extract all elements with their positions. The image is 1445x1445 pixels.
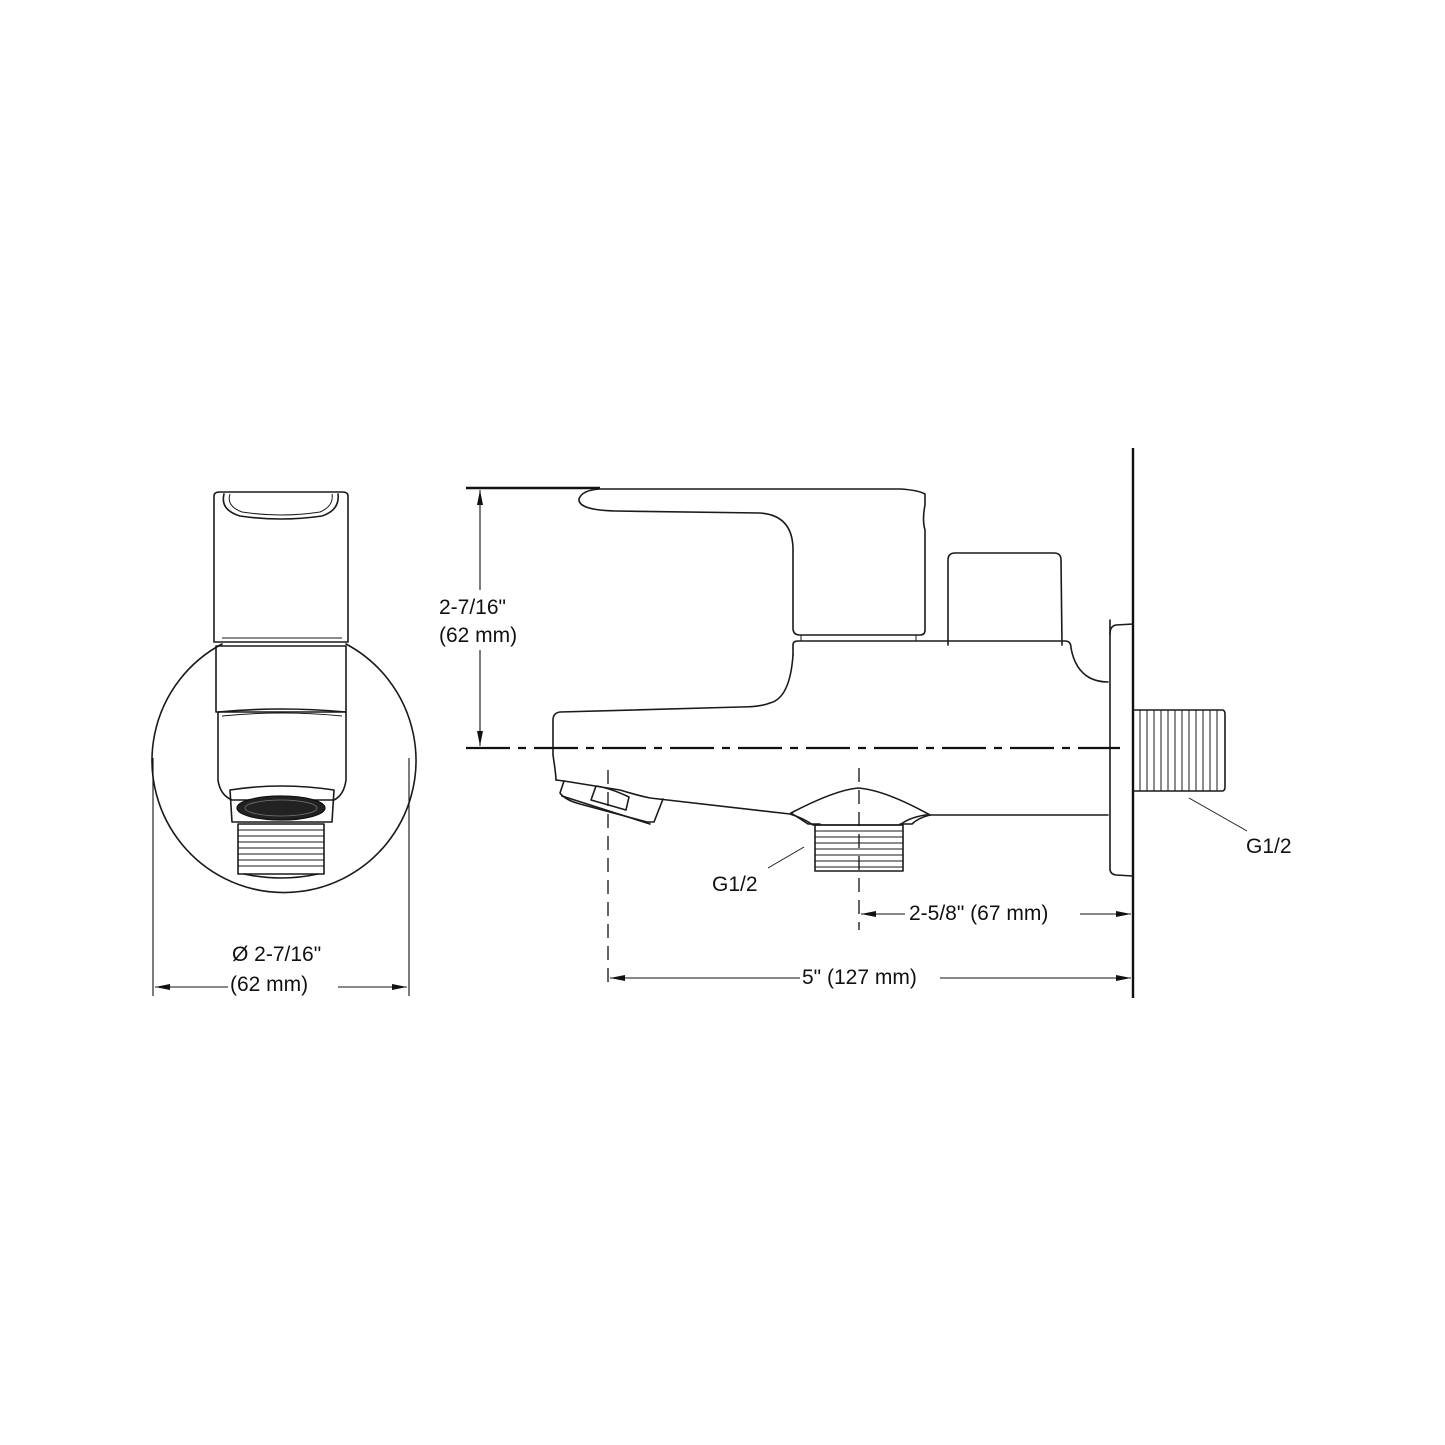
handle-body bbox=[213, 491, 349, 643]
body-block bbox=[215, 645, 347, 713]
diameter-label-imperial: Ø 2-7/16" bbox=[232, 943, 322, 966]
spout-front bbox=[217, 708, 347, 801]
spout-aerator bbox=[559, 780, 664, 823]
height-label-imperial: 2-7/16" bbox=[439, 596, 506, 619]
spout-top bbox=[552, 654, 794, 781]
wall-thread bbox=[1132, 709, 1226, 792]
spout-to-wall-dimension: 5" (127 mm) bbox=[802, 966, 917, 990]
front-thread bbox=[237, 823, 325, 879]
aerator-tab bbox=[590, 785, 630, 811]
wall-thread-label: G1/2 bbox=[1246, 835, 1292, 858]
side-view bbox=[466, 448, 1248, 998]
inlet-to-wall-dimension: 2-5/8" (67 mm) bbox=[909, 902, 1049, 926]
handle-top-recess bbox=[222, 493, 339, 520]
escutcheon-circle bbox=[151, 643, 417, 894]
spout-underside bbox=[555, 779, 1109, 826]
body-top bbox=[792, 640, 1109, 683]
diverter-knob bbox=[947, 552, 1063, 646]
height-label-metric: (62 mm) bbox=[439, 624, 518, 647]
lever-handle bbox=[578, 488, 926, 636]
inlet-thread-label: G1/2 bbox=[712, 873, 758, 896]
wall-flange bbox=[1109, 619, 1134, 877]
inlet-dome bbox=[790, 787, 931, 816]
front-view bbox=[151, 491, 417, 996]
diameter-label-metric: (62 mm) bbox=[230, 973, 309, 997]
aerator-housing bbox=[229, 785, 335, 823]
